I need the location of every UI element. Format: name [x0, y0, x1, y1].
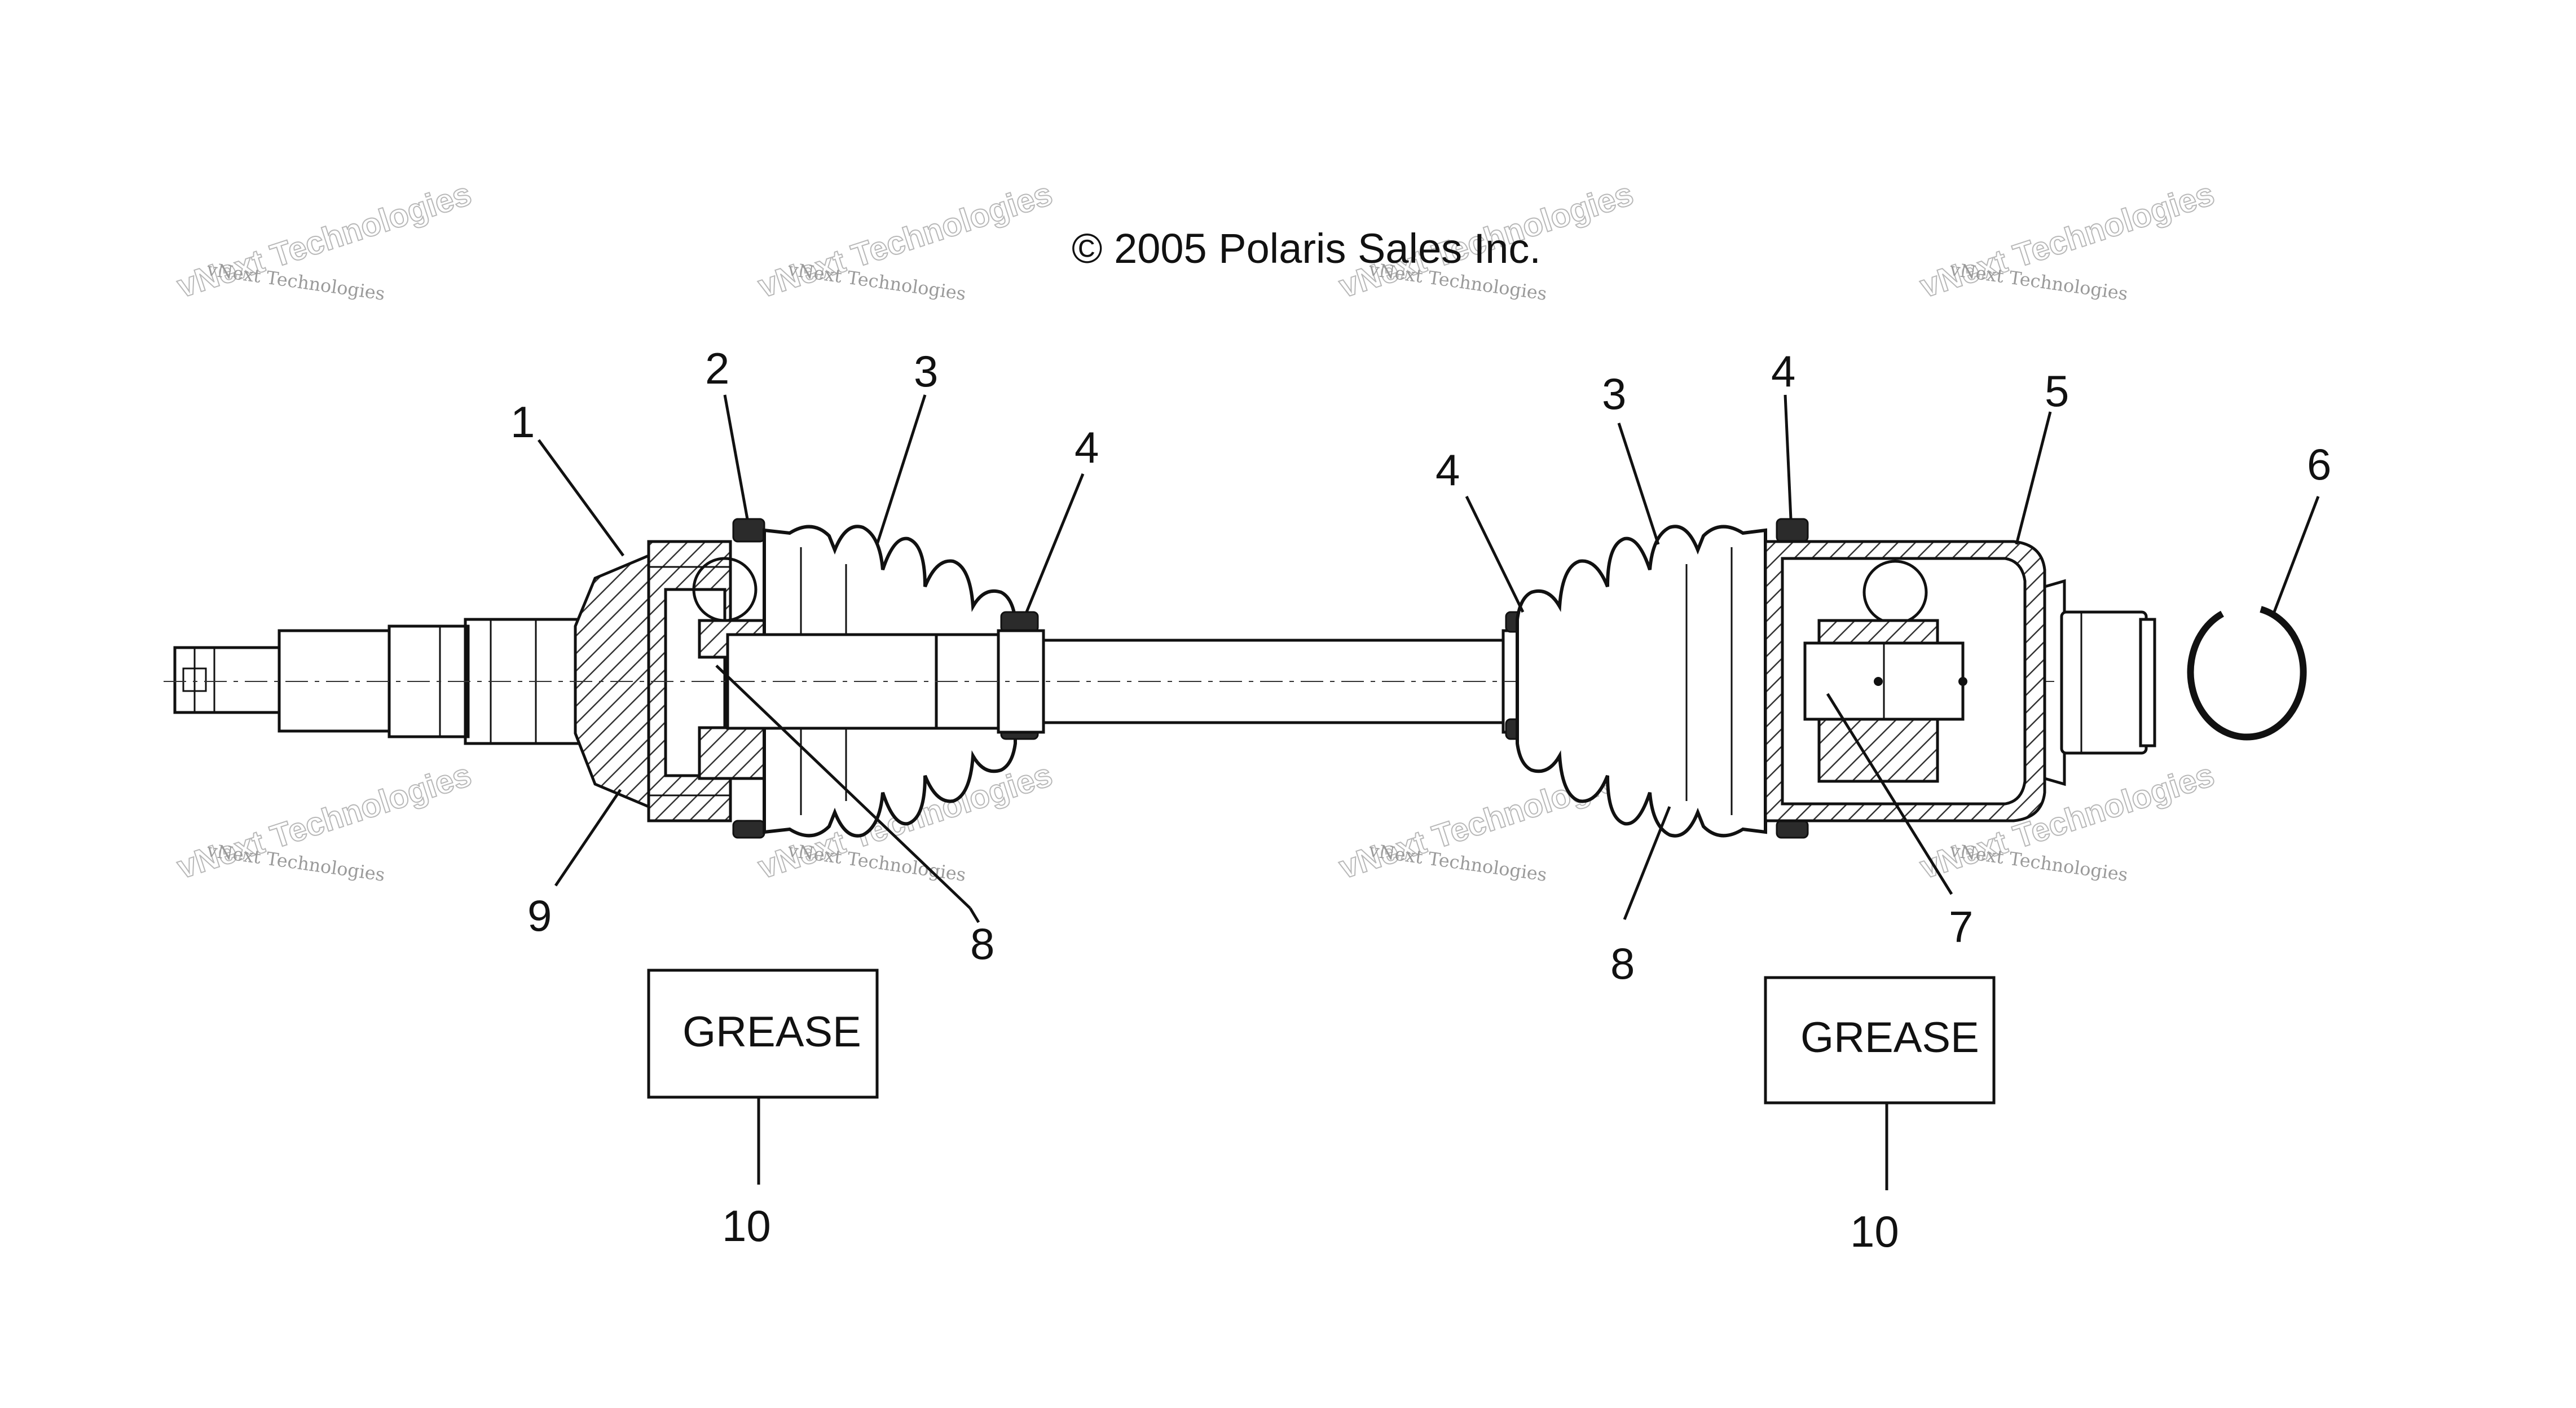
cv-boot-right	[1516, 525, 1767, 838]
callout-2: 2	[705, 344, 729, 393]
grease-box-left: GREASE	[647, 969, 879, 1099]
retaining-ring-icon	[2187, 606, 2307, 741]
grease-box-right: GREASE	[1764, 976, 1996, 1105]
leader-lines	[537, 394, 2320, 1190]
drive-axle-assembly	[164, 518, 2307, 839]
watermark-1: vNext Technologies vNext Technologies	[172, 175, 476, 306]
callout-1: 1	[510, 397, 535, 447]
copyright-text: © 2005 Polaris Sales Inc.	[1072, 225, 1541, 272]
boot-clamp-large-right-bottom	[1776, 820, 1809, 839]
watermark-4: vNext Technologies vNext Technologies	[1915, 175, 2219, 306]
boot-clamp-large-left-top	[732, 518, 765, 543]
watermark-2: vNext Technologies vNext Technologies	[753, 175, 1057, 306]
callout-10-left: 10	[722, 1201, 771, 1251]
callout-5: 5	[2045, 366, 2069, 416]
boot-clamp-large-right-top	[1776, 518, 1809, 543]
callout-8-left: 8	[970, 919, 994, 969]
callout-3-right: 3	[1602, 369, 1626, 419]
boot-clamp-large-left-bottom	[732, 820, 765, 839]
watermark-5: vNext Technologies vNext Technologies	[172, 756, 476, 887]
callout-8-right: 8	[1610, 939, 1635, 988]
callout-7: 7	[1949, 902, 1973, 952]
callout-4-center: 4	[1435, 445, 1460, 495]
callout-3-left: 3	[914, 346, 938, 396]
callout-6: 6	[2307, 439, 2331, 489]
boot-clamp-small-left-top	[1000, 611, 1039, 633]
callout-labels: 1 2 3 4 9 8 4 3 4 5 6 7 8 10 10	[510, 344, 2331, 1256]
inner-cv-joint-housing	[1764, 540, 2156, 822]
callout-9: 9	[527, 891, 552, 940]
callout-10-right: 10	[1850, 1207, 1899, 1256]
callout-4-left: 4	[1075, 423, 1099, 472]
grease-label-left: GREASE	[682, 1008, 861, 1056]
grease-label-right: GREASE	[1800, 1014, 1979, 1062]
callout-4-right: 4	[1771, 346, 1795, 396]
